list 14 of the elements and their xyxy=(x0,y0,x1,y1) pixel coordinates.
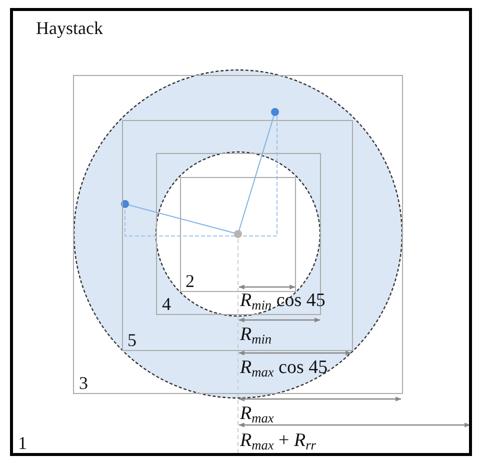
region-box xyxy=(180,176,296,292)
dimension-label: R$_{min}$ cos 45 xyxy=(240,291,326,310)
region-box xyxy=(10,8,472,456)
region-box xyxy=(122,120,352,350)
dimension-label: R$_{max}$ xyxy=(240,404,274,423)
region-title: Haystack xyxy=(36,19,103,37)
dimension-label: R$_{max}$ + R$_{rr}$ xyxy=(240,431,316,450)
region-number: 1 xyxy=(18,434,27,452)
region-number: 3 xyxy=(79,374,88,392)
region-number: 4 xyxy=(162,295,171,313)
region-number: 2 xyxy=(186,272,194,290)
dimension-label: R$_{min}$ xyxy=(240,325,272,344)
dimension-label: R$_{max}$ cos 45 xyxy=(240,358,328,377)
region-number: 5 xyxy=(128,330,136,348)
